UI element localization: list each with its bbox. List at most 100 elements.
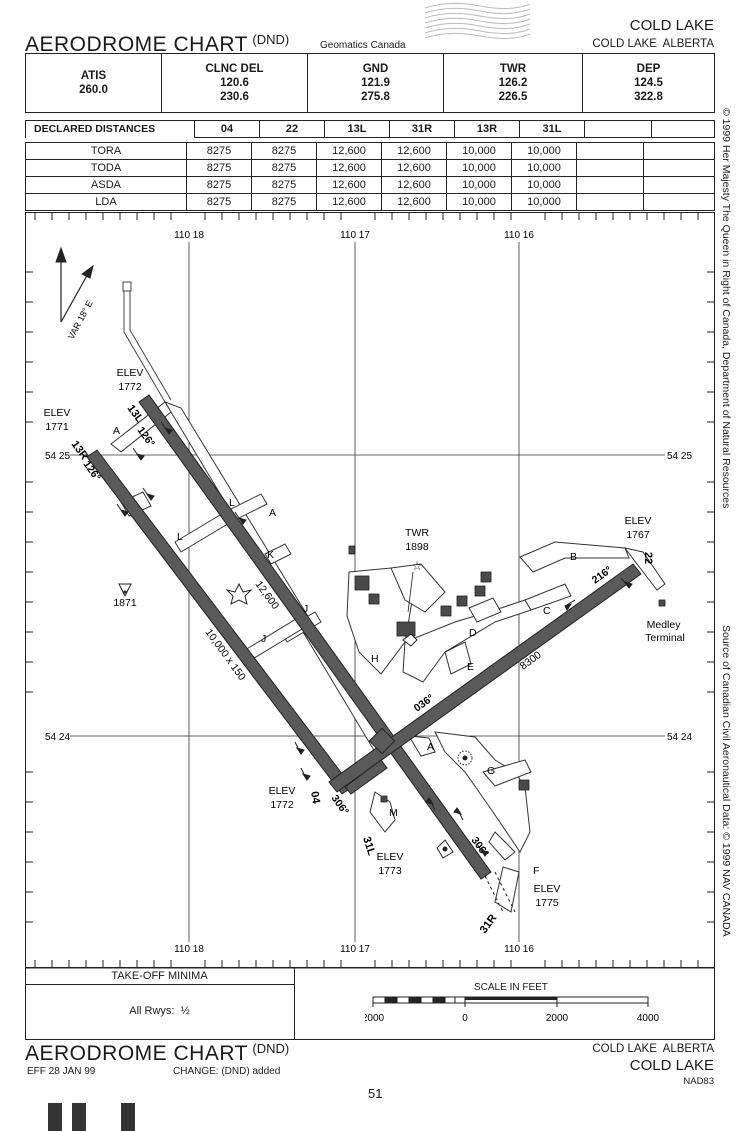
lon-label-bottom: 110 18 <box>174 944 204 955</box>
obstacle-elev: 1871 <box>113 597 137 609</box>
dd-cell: 8275 <box>251 159 317 177</box>
freq-value: 226.5 <box>498 91 528 103</box>
dd-blank <box>643 193 715 211</box>
terminal-label: Medley Terminal <box>645 619 685 644</box>
lat-label-left: 54 24 <box>45 732 70 743</box>
windsock-icon <box>225 582 253 605</box>
scale-title: SCALE IN FEET <box>474 982 548 993</box>
dd-cell: 10,000 <box>511 142 577 160</box>
hold-arrows <box>116 421 633 857</box>
chart-title: AERODROME CHART <box>25 33 248 56</box>
runway-13l-31r <box>138 394 492 880</box>
taxi-m: M <box>389 807 398 819</box>
dd-cell: 10,000 <box>446 193 512 211</box>
freq-value: 230.6 <box>220 91 249 103</box>
scale-tick: 0 <box>462 1013 468 1024</box>
place-short: COLD LAKE <box>629 17 714 34</box>
freq-gnd: GND 121.9 275.8 <box>307 53 444 113</box>
freq-value: 126.2 <box>498 77 528 89</box>
compass-rose-icon <box>436 839 454 859</box>
footer-title: AERODROME CHART (DND) <box>25 1041 290 1066</box>
taxi-e: E <box>467 661 474 673</box>
dd-col: 31R <box>389 120 455 138</box>
lon-label-top: 110 18 <box>174 230 204 241</box>
scale-tick: 2000 <box>546 1013 569 1024</box>
lon-label-top: 110 17 <box>340 230 370 241</box>
lon-label-bottom: 110 16 <box>504 944 534 955</box>
elev-label: ELEV <box>117 367 144 379</box>
freq-atis: ATIS 260.0 <box>25 53 162 113</box>
dd-row-label: ASDA <box>25 176 187 194</box>
dd-col: 31L <box>519 120 585 138</box>
footer-place-long: COLD LAKE ALBERTA <box>592 1043 714 1055</box>
footer-chart-suffix: (DND) <box>252 1041 290 1056</box>
rwy-id-04: 04 <box>308 790 322 805</box>
freq-clnc-del: CLNC DEL 120.6 230.6 <box>161 53 308 113</box>
dd-cell: 8275 <box>186 142 252 160</box>
change-note: CHANGE: (DND) added <box>173 1066 281 1077</box>
taxi-j: J <box>261 633 266 645</box>
north-arrow-icon <box>55 246 94 323</box>
dd-row-label: TODA <box>25 159 187 177</box>
dd-cell: 12,600 <box>316 176 382 194</box>
place-long: COLD LAKE ALBERTA <box>592 38 714 50</box>
taxiway-labels: A A A L L K J J H D E C B G F M <box>113 425 577 877</box>
obstacle-icon <box>118 583 132 598</box>
freq-value: 322.8 <box>634 91 663 103</box>
elev-label: ELEV <box>269 785 296 797</box>
freq-twr: TWR 126.2 226.5 <box>443 53 583 113</box>
dd-cell: 8275 <box>186 159 252 177</box>
freq-label: ATIS <box>80 70 107 82</box>
rwy-id-31l: 31L <box>360 835 377 857</box>
aerodrome-map: 110 18 110 17 110 16 110 18 110 17 110 1… <box>25 212 715 968</box>
elev-value: 1775 <box>535 897 559 909</box>
dd-cell: 10,000 <box>446 142 512 160</box>
publisher: Geomatics Canada <box>320 40 406 51</box>
tower-leader <box>407 571 414 613</box>
dd-blank <box>576 193 644 211</box>
heading-31l: 306° <box>329 793 351 818</box>
source-text: Source of Canadian Civil Aeronautical Da… <box>720 625 732 937</box>
dd-row-label: LDA <box>25 193 187 211</box>
dd-cell: 10,000 <box>446 159 512 177</box>
dd-blank <box>576 159 644 177</box>
dd-cell: 8275 <box>251 193 317 211</box>
taxi-a: A <box>427 741 434 753</box>
taxi-l: L <box>177 531 183 543</box>
runway-ids: 13L 13R 22 04 31L 31R <box>69 403 654 936</box>
dd-col: 13R <box>454 120 520 138</box>
freq-value: 275.8 <box>361 91 390 103</box>
lat-label-right: 54 25 <box>667 451 692 462</box>
dd-cell: 12,600 <box>381 193 447 211</box>
terminal-line: Medley <box>647 619 682 631</box>
dd-cell: 12,600 <box>381 142 447 160</box>
elev-value: 1771 <box>45 421 69 433</box>
dd-blank <box>651 120 715 138</box>
dd-col: 04 <box>194 120 260 138</box>
freq-value: 124.5 <box>634 77 663 89</box>
declared-distances-table: DECLARED DISTANCES 04 22 13L 31R 13R 31L <box>25 120 715 138</box>
taxi-a: A <box>113 425 120 437</box>
registration-mark <box>121 1103 135 1131</box>
publisher-logo <box>424 2 531 40</box>
elev-value: 1772 <box>270 799 294 811</box>
scale-tick: 4000 <box>637 1013 660 1024</box>
footer-chart-title: AERODROME CHART <box>25 1042 248 1065</box>
frequency-table: ATIS 260.0 CLNC DEL 120.6 230.6 GND 121.… <box>25 53 715 113</box>
dd-cell: 8275 <box>251 142 317 160</box>
takeoff-value: All Rwys: ½ <box>129 1005 190 1017</box>
dd-title: DECLARED DISTANCES <box>25 120 195 138</box>
taxi-a: A <box>269 507 276 519</box>
dd-cell: 12,600 <box>316 193 382 211</box>
taxi-g: G <box>487 765 495 777</box>
radar-icon <box>457 750 473 766</box>
freq-label: DEP <box>636 63 661 75</box>
lat-label-right: 54 24 <box>667 732 692 743</box>
dd-cell: 12,600 <box>381 159 447 177</box>
runway-extension <box>484 871 516 913</box>
taxi-d: D <box>469 627 477 639</box>
